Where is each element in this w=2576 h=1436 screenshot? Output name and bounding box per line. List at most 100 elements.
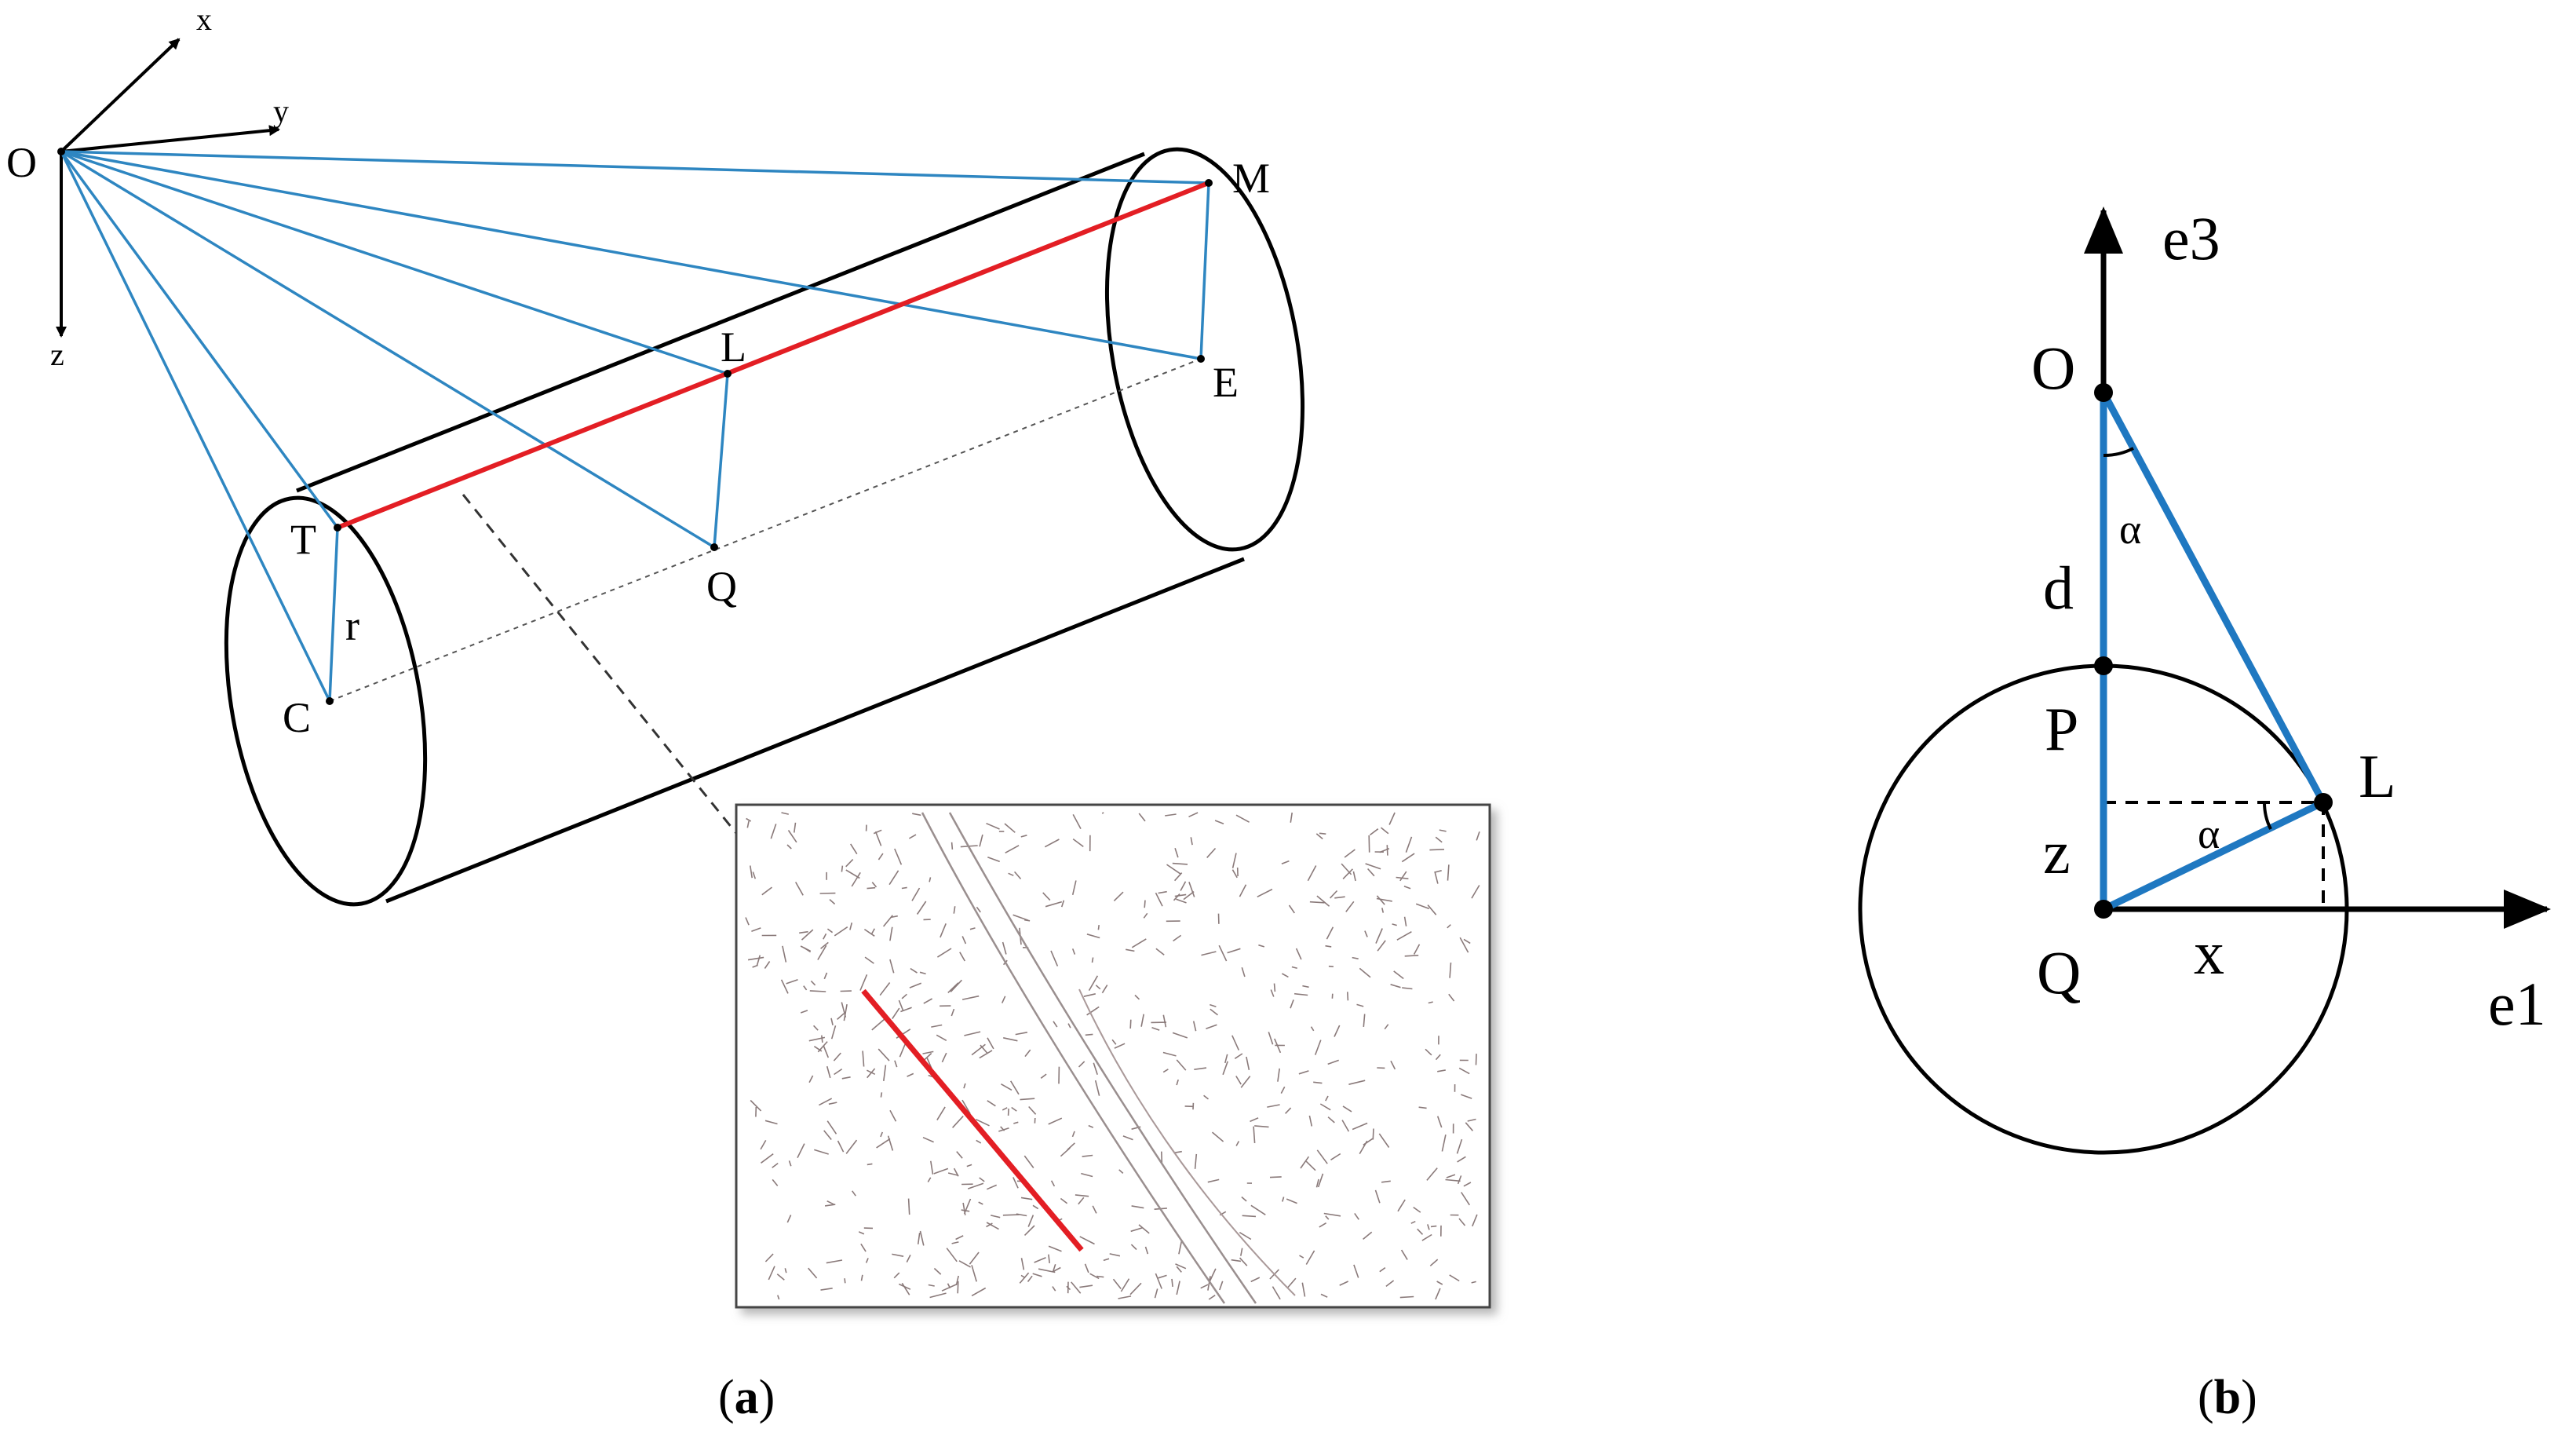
inset-texture-stroke (1447, 924, 1451, 929)
inset-texture-stroke (892, 1007, 900, 1020)
inset-texture-stroke (764, 1253, 774, 1262)
inset-texture-stroke (1020, 835, 1027, 838)
inset-texture-stroke (756, 955, 761, 966)
inset-texture-stroke (890, 915, 898, 919)
inset-texture-stroke (1071, 1131, 1075, 1138)
segment-M-E (1199, 182, 1210, 360)
inset-texture-stroke (906, 1255, 911, 1262)
label-b-alpha-top: α (2119, 506, 2141, 553)
inset-texture-stroke (1239, 1257, 1248, 1266)
inset-texture-stroke (1294, 992, 1308, 996)
inset-texture-stroke (1359, 967, 1371, 978)
inset-texture-stroke (1390, 984, 1401, 988)
inset-texture-stroke (1253, 1126, 1256, 1143)
inset-texture-stroke (1218, 945, 1228, 962)
inset-texture-stroke (770, 824, 777, 839)
inset-texture-stroke (1463, 1182, 1472, 1187)
inset-texture-stroke (1173, 893, 1180, 901)
inset-texture-stroke (986, 1222, 999, 1230)
inset-texture-stroke (786, 1215, 792, 1223)
inset-texture-stroke (1084, 1263, 1089, 1273)
inset-texture-stroke (871, 1018, 885, 1031)
inset-texture-stroke (1118, 1295, 1132, 1299)
inset-texture-stroke (930, 1160, 934, 1175)
point-b-Q (2094, 900, 2113, 919)
inset-texture-stroke (841, 1076, 851, 1080)
cylinder-axis-dashed (329, 358, 1202, 702)
inset-texture-stroke (1246, 1056, 1250, 1070)
inset-texture-stroke (1122, 1135, 1133, 1141)
inset-texture-stroke (1308, 1115, 1313, 1127)
inset-texture-stroke (1365, 863, 1381, 870)
inset-texture-stroke (1085, 1033, 1093, 1036)
inset-texture-stroke (764, 961, 771, 969)
inset-texture-stroke (1315, 833, 1323, 840)
inset-texture-stroke (1053, 1266, 1061, 1273)
inset-texture-stroke (1162, 1051, 1177, 1057)
inset-texture-stroke (871, 882, 878, 888)
caption-b-letter: b (2214, 1371, 2241, 1424)
inset-texture-stroke (961, 1099, 971, 1114)
inset-texture-stroke (750, 1099, 762, 1112)
label-C: C (283, 694, 311, 741)
inset-texture-stroke (823, 1130, 832, 1141)
inset-texture-stroke (1301, 1282, 1306, 1297)
inset-texture-stroke (963, 1198, 972, 1215)
inset-texture-stroke (859, 974, 868, 991)
inset-texture-stroke (803, 985, 808, 991)
inset-texture-stroke (876, 1138, 891, 1149)
inset-texture-stroke (788, 1160, 792, 1167)
inset-texture-stroke (1210, 1003, 1217, 1007)
inset-texture-stroke (1369, 828, 1379, 836)
projection-lines (60, 150, 1210, 702)
z-axis-label: z (50, 337, 64, 372)
inset-texture-stroke (829, 899, 836, 905)
inset-texture-stroke (874, 831, 882, 846)
inset-texture-stroke (1393, 970, 1404, 980)
inset-texture-stroke (1344, 849, 1356, 858)
inset-texture-stroke (858, 1231, 865, 1235)
label-r: r (345, 602, 359, 649)
inset-texture-stroke (1206, 1024, 1217, 1030)
inset-texture-stroke (910, 967, 918, 974)
label-M: M (1232, 155, 1270, 202)
inset-texture-stroke (976, 1118, 990, 1127)
inset-texture-stroke (1081, 1172, 1093, 1178)
inset-texture-stroke (1342, 868, 1353, 879)
inset-texture-stroke (1053, 1021, 1058, 1028)
inset-texture-stroke (1040, 1073, 1047, 1079)
inset-texture-stroke (927, 1177, 932, 1182)
inset-texture-stroke (809, 990, 826, 992)
inset-texture-stroke (1327, 1059, 1339, 1065)
inset-texture-stroke (1319, 1103, 1331, 1111)
inset-texture-stroke (946, 1248, 958, 1262)
inset-texture-stroke (1458, 1067, 1470, 1075)
inset-texture-stroke (933, 1167, 949, 1175)
inset-texture-stroke (780, 979, 789, 994)
inset-texture-stroke (1023, 1225, 1035, 1236)
inset-texture-stroke (1176, 1059, 1187, 1071)
inset-texture-stroke (1109, 1253, 1121, 1257)
inset-texture-stroke (966, 1164, 972, 1167)
inset-texture-stroke (1426, 1167, 1438, 1181)
inset-texture-stroke (1421, 1233, 1432, 1241)
inset-texture-stroke (922, 1136, 934, 1143)
inset-texture-stroke (1174, 848, 1179, 858)
inset-texture-stroke (1457, 1156, 1466, 1163)
inset-texture-stroke (1295, 948, 1302, 960)
inset-texture-stroke (1158, 1274, 1167, 1279)
inset-texture-stroke (1345, 901, 1355, 912)
inset-texture-stroke (878, 853, 884, 861)
inset-texture-stroke (929, 877, 932, 882)
inset-texture-stroke (1067, 1023, 1071, 1029)
inset-texture-stroke (924, 1052, 932, 1061)
inset-texture-stroke (824, 1204, 836, 1207)
inset-texture-stroke (917, 1233, 921, 1244)
inset-texture-stroke (1239, 884, 1247, 897)
inset-texture-stroke (1002, 941, 1007, 955)
inset-texture-stroke (1234, 1053, 1243, 1059)
inset-texture-stroke (888, 870, 899, 886)
inset-texture-stroke (912, 813, 921, 817)
inset-texture-stroke (843, 1003, 848, 1021)
inset-texture-stroke (1176, 1079, 1179, 1086)
